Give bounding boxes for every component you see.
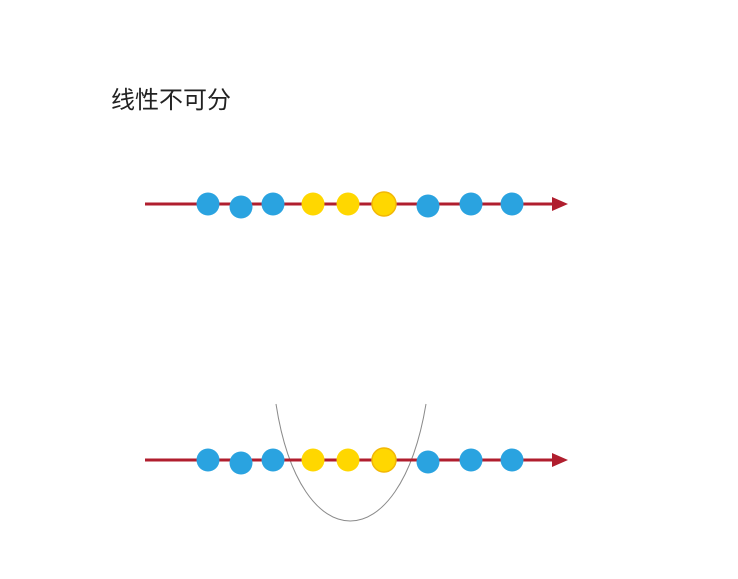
blue-point <box>416 194 440 218</box>
yellow-point <box>301 448 325 472</box>
yellow-point-highlighted <box>371 447 397 473</box>
blue-point <box>459 192 483 216</box>
number-line-bottom <box>145 403 568 522</box>
blue-point <box>261 448 285 472</box>
yellow-point <box>336 192 360 216</box>
yellow-point <box>336 448 360 472</box>
yellow-point-highlighted <box>371 191 397 217</box>
parabola-curve <box>275 403 427 522</box>
blue-point <box>500 448 524 472</box>
blue-point <box>261 192 285 216</box>
number-line-top <box>145 191 568 219</box>
diagram-title: 线性不可分 <box>111 86 231 114</box>
axis-arrow-icon <box>552 197 568 211</box>
blue-point <box>229 195 253 219</box>
blue-point <box>196 448 220 472</box>
blue-point <box>459 448 483 472</box>
yellow-point <box>301 192 325 216</box>
axis-arrow-icon <box>552 453 568 467</box>
blue-point <box>500 192 524 216</box>
blue-point <box>416 450 440 474</box>
blue-point <box>229 451 253 475</box>
blue-point <box>196 192 220 216</box>
